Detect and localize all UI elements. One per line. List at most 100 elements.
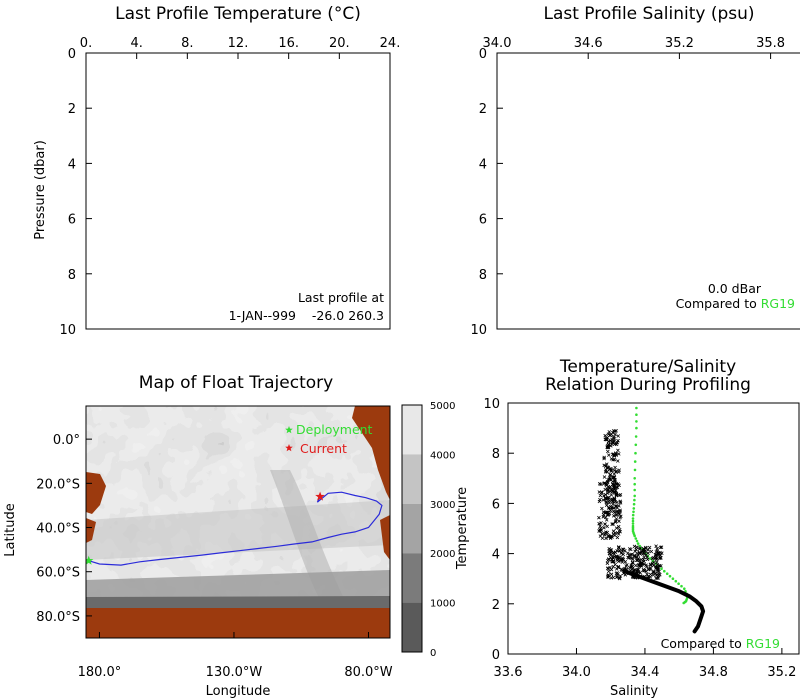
profile-point — [617, 519, 621, 523]
reference-point — [631, 522, 635, 525]
colorbar-band — [402, 503, 422, 554]
profile-point — [603, 522, 607, 526]
profile-point — [606, 558, 610, 563]
salinity-y-tick-label: 0 — [479, 47, 487, 62]
profile-point — [642, 555, 646, 560]
profile-point — [605, 530, 610, 535]
reference-point — [634, 451, 637, 455]
temperature-plot-frame — [85, 52, 391, 330]
profile-point — [636, 570, 641, 574]
profile-point — [618, 508, 622, 513]
salinity-x-tick-label: 34.6 — [574, 36, 603, 51]
reference-point — [671, 577, 675, 580]
ts-y-tick-label: 6 — [492, 497, 500, 512]
ts-title-line2: Relation During Profiling — [545, 375, 751, 395]
ts-compare-note: Compared to RG19 — [661, 636, 780, 651]
east-pacific-rise — [270, 470, 345, 600]
profile-point — [609, 468, 613, 472]
profile-point — [640, 562, 644, 567]
profile-point — [632, 569, 636, 573]
profile-point — [617, 483, 621, 488]
profile-point — [605, 479, 610, 484]
profile-point — [618, 509, 622, 514]
float-trajectory-line — [88, 491, 383, 566]
profile-point — [608, 565, 612, 570]
profile-point — [652, 570, 656, 574]
profile-point — [605, 462, 609, 466]
profile-point — [610, 505, 614, 509]
profile-point — [617, 545, 621, 549]
profile-point — [598, 493, 603, 498]
map-panel: Map of Float Trajectory — [3, 373, 455, 699]
profile-point — [613, 429, 617, 434]
profile-point — [607, 430, 612, 434]
profile-point — [607, 453, 611, 457]
profile-point — [609, 493, 614, 497]
profile-point — [611, 559, 616, 563]
profile-point — [630, 564, 635, 569]
profile-point — [606, 569, 611, 574]
profile-point — [613, 499, 617, 504]
profile-point — [617, 528, 622, 532]
profile-point — [613, 465, 617, 470]
profile-point — [623, 560, 628, 564]
profile-point — [605, 435, 610, 440]
shelf-shallow — [86, 570, 390, 603]
profile-point — [659, 545, 664, 549]
map-y-tick-label: 0.0° — [53, 433, 80, 448]
ts-panel: Temperature/Salinity Relation During Pro… — [455, 357, 800, 699]
reference-point — [668, 574, 672, 578]
profile-point — [614, 469, 618, 473]
map-y-tick-label: 80.0°S — [36, 610, 80, 625]
profile-point — [597, 521, 601, 526]
profile-point — [607, 439, 611, 444]
profile-point — [654, 576, 658, 581]
ts-y-tick-label: 4 — [492, 548, 500, 563]
reference-point — [648, 557, 652, 560]
profile-point — [607, 549, 611, 553]
profile-point — [602, 455, 606, 460]
profile-point — [646, 567, 651, 572]
colorbar-band — [402, 553, 422, 603]
profile-point — [659, 564, 663, 568]
ts-compare-text: Compared to — [661, 636, 746, 651]
legend-current-label: Current — [300, 441, 347, 456]
profile-point — [646, 551, 650, 555]
colorbar-frame — [401, 404, 423, 653]
profile-point — [609, 572, 614, 577]
profile-point — [637, 547, 642, 551]
current-marker — [315, 491, 325, 501]
profile-point — [597, 529, 601, 533]
profile-point — [616, 434, 620, 438]
profile-point — [658, 545, 663, 550]
profile-point — [604, 536, 608, 541]
profile-point — [606, 449, 610, 454]
patagonia-land — [380, 515, 390, 560]
profile-point — [598, 529, 603, 533]
profile-point — [620, 560, 625, 564]
temperature-y-tick-label: 4 — [68, 157, 76, 172]
colorbar-band — [402, 405, 422, 455]
profile-point — [642, 559, 646, 564]
profile-point — [657, 556, 662, 561]
profile-point — [656, 566, 661, 570]
reference-point — [635, 539, 639, 543]
profile-point — [607, 495, 611, 500]
profile-point — [611, 436, 616, 440]
deployment-star-icon — [86, 555, 94, 565]
profile-point — [601, 515, 606, 519]
profile-point — [608, 472, 613, 477]
reference-point — [634, 443, 638, 447]
legend-deployment-label: Deployment — [296, 422, 373, 437]
reference-point — [634, 537, 638, 540]
temperature-y-tick-label: 8 — [68, 268, 76, 283]
profile-point — [617, 493, 621, 498]
profile-point — [647, 545, 652, 550]
antarctica-land — [86, 608, 390, 638]
reference-point — [636, 542, 640, 545]
temperature-title: Last Profile Temperature (°C) — [115, 4, 361, 24]
ts-x-tick-label: 35.2 — [767, 665, 796, 680]
profile-point — [616, 459, 620, 463]
